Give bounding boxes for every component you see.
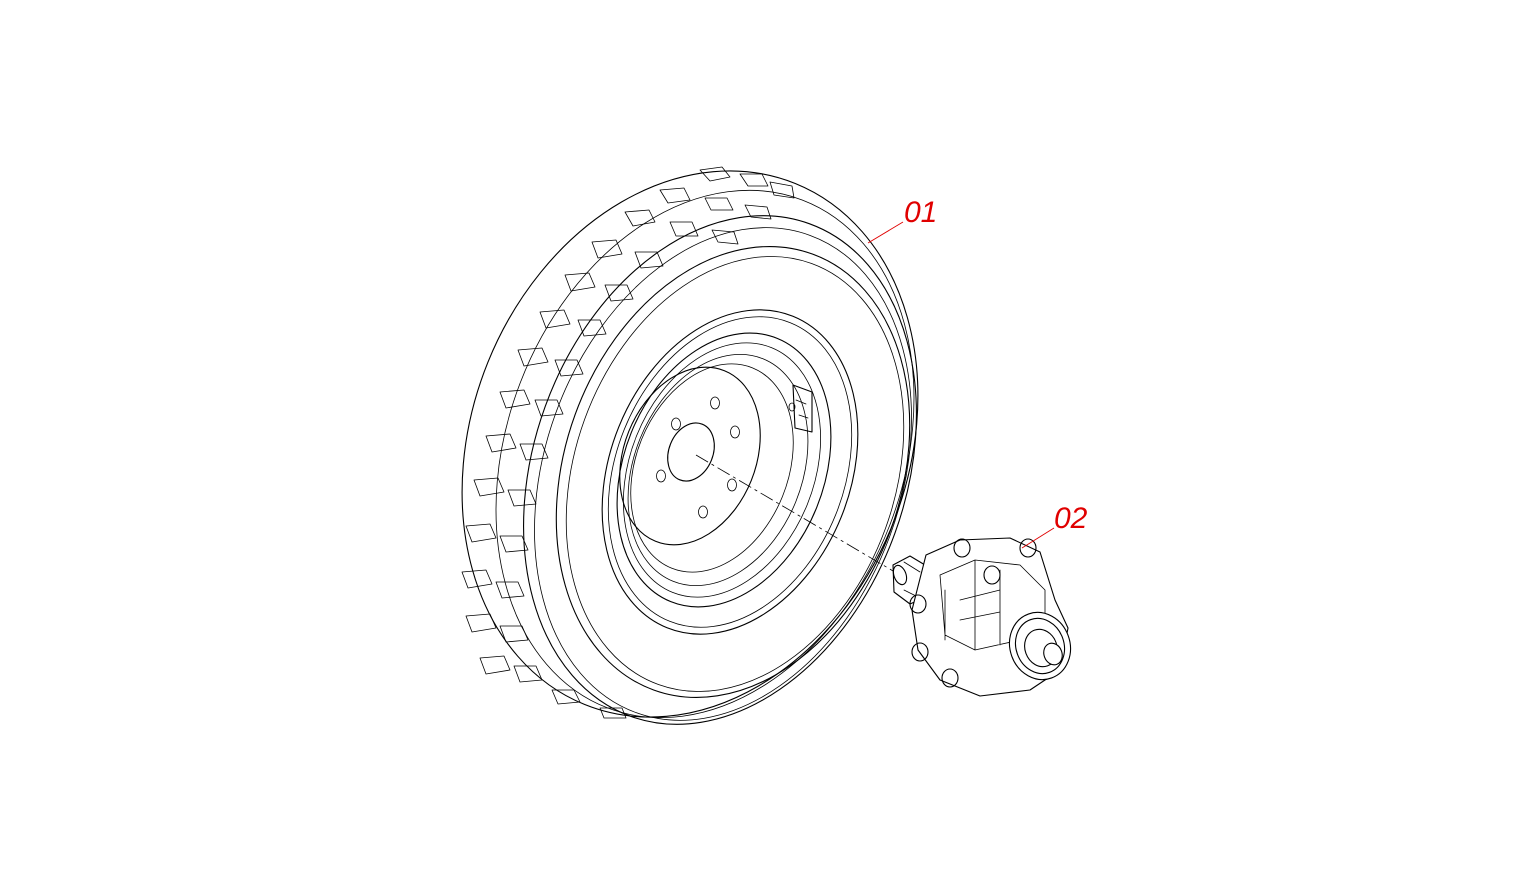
hub-spindle-end	[1043, 642, 1063, 666]
tire-sidewall	[555, 245, 911, 699]
rim-flange-outer	[601, 309, 859, 635]
rim-well-3	[627, 353, 809, 587]
callout-01-leader	[867, 221, 904, 244]
callout-02-leader	[1021, 527, 1055, 549]
tread-lugs	[461, 166, 795, 719]
assembly-axis	[695, 454, 906, 579]
wheel-disc	[619, 366, 761, 546]
tire-sidewall-inner	[565, 256, 905, 692]
tire-tread-edge	[534, 227, 912, 721]
tire-outer	[523, 215, 917, 725]
hub-assembly[interactable]	[891, 537, 1080, 697]
rim-flange-inner	[607, 316, 853, 628]
callout-02: 02	[1021, 502, 1088, 549]
callout-01-label: 01	[904, 196, 937, 229]
wheel-assembly[interactable]	[383, 102, 998, 786]
callout-01: 01	[867, 196, 937, 244]
hub-studs	[909, 538, 1037, 688]
rim-well-2	[623, 342, 821, 598]
rim-well-4	[630, 363, 794, 573]
center-bore	[667, 422, 715, 482]
valve-stem	[788, 384, 813, 433]
callout-02-label: 02	[1054, 502, 1088, 535]
rim-well	[616, 332, 832, 608]
tread-centerline	[495, 189, 915, 719]
stud-holes	[656, 396, 740, 519]
